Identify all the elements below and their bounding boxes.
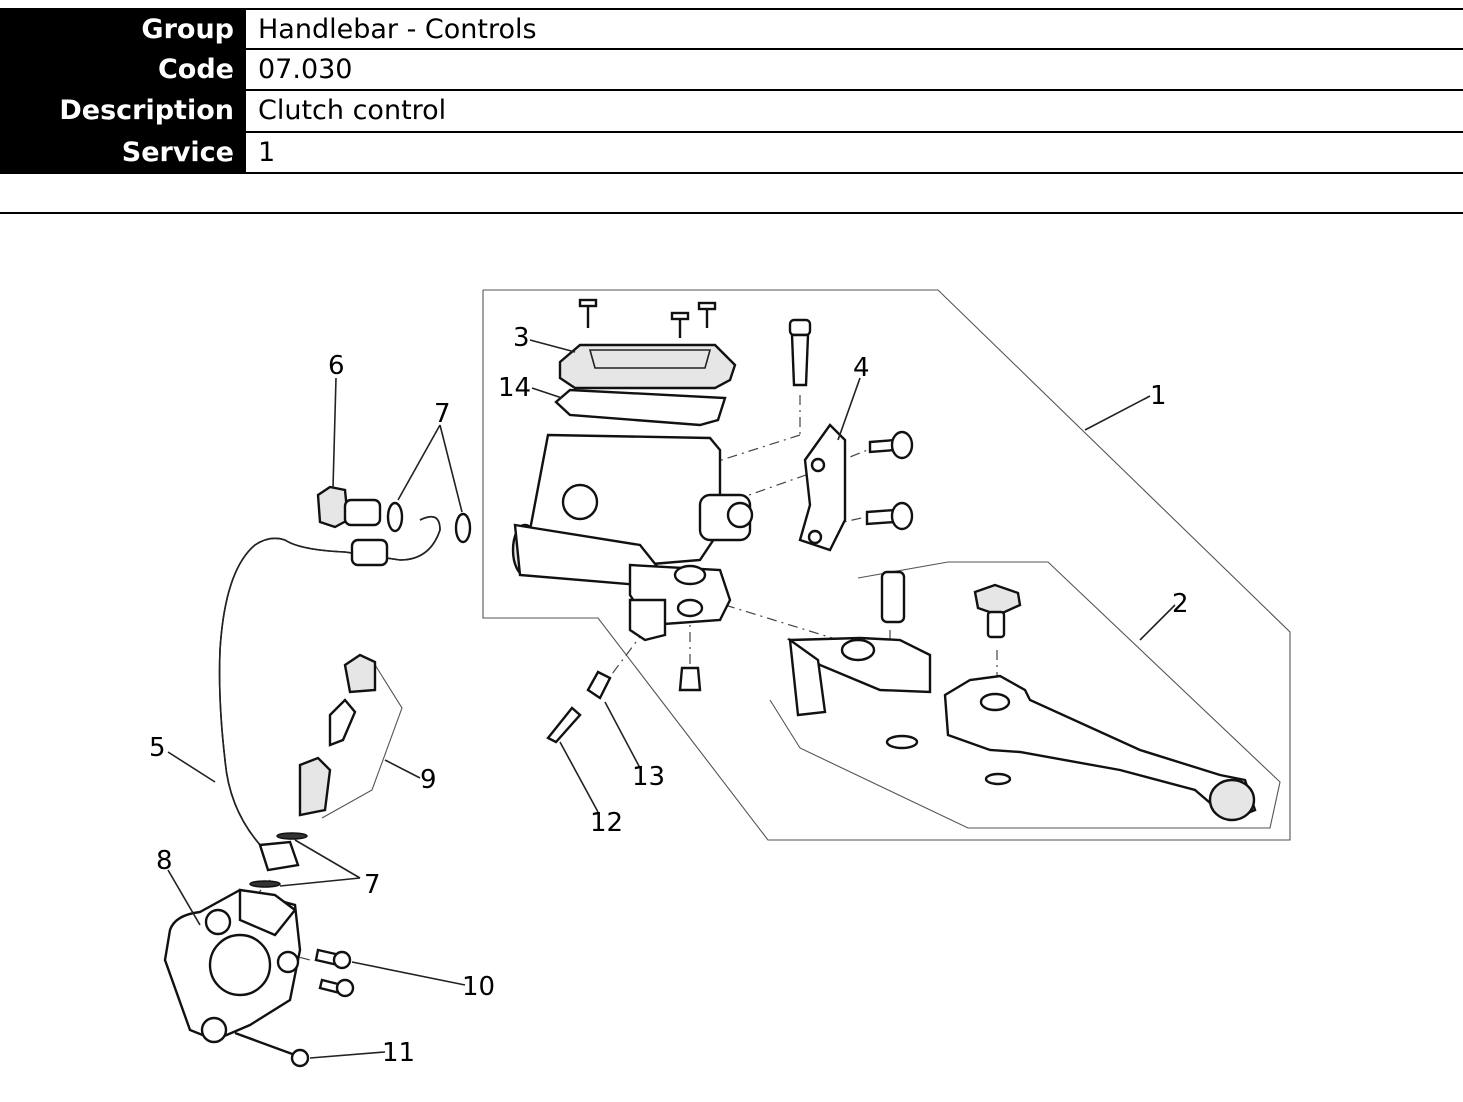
- part-9-bleeder: [298, 653, 377, 817]
- part-10-bolts: [314, 948, 355, 998]
- callout-4: 4: [853, 353, 870, 383]
- callout-7-top: 7: [434, 399, 451, 429]
- header-table: Group Handlebar - Controls Code 07.030 D…: [0, 8, 1463, 174]
- callout-6: 6: [328, 351, 345, 381]
- callout-14: 14: [498, 373, 531, 403]
- callout-13: 13: [632, 762, 665, 792]
- description-value: Clutch control: [244, 91, 1463, 131]
- header-row-description: Description Clutch control: [0, 91, 1463, 133]
- part-12-13-switch: [546, 670, 612, 744]
- callout-1: 1: [1150, 381, 1167, 411]
- service-value: 1: [244, 132, 1463, 172]
- part-11-bolt: [234, 1031, 310, 1068]
- callout-10: 10: [462, 972, 495, 1002]
- assembly-1-outline: [482, 289, 1291, 841]
- part-pivot-pin: [788, 318, 812, 387]
- header-row-code: Code 07.030: [0, 49, 1463, 91]
- header-divider: [0, 212, 1463, 214]
- callout-8: 8: [156, 846, 173, 876]
- header-row-service: Service 1: [0, 132, 1463, 174]
- leader-lines: [167, 339, 1176, 1059]
- service-label: Service: [0, 132, 244, 172]
- part-5-hose: [218, 515, 441, 872]
- callout-3: 3: [513, 323, 530, 353]
- group-9-bracket: [321, 659, 403, 819]
- part-7-washers-bottom: [249, 832, 308, 888]
- callout-12: 12: [590, 808, 623, 838]
- part-8-slave-cylinder: [163, 888, 302, 1044]
- part-3-reservoir-cover: [558, 298, 737, 390]
- group-value: Handlebar - Controls: [244, 10, 1463, 48]
- part-master-cylinder-body: [511, 433, 754, 692]
- callout-2: 2: [1172, 589, 1189, 619]
- part-7-washers-top: [386, 501, 472, 544]
- code-label: Code: [0, 49, 244, 89]
- part-14-diaphragm: [554, 388, 727, 427]
- part-4-clamp: [798, 423, 914, 552]
- part-6-banjo-bolt: [316, 485, 382, 529]
- callout-9: 9: [420, 765, 437, 795]
- code-value: 07.030: [244, 49, 1463, 89]
- part-2-lever-assembly: [786, 570, 1257, 822]
- group-label: Group: [0, 10, 244, 48]
- callout-7-bottom: 7: [364, 870, 381, 900]
- description-label: Description: [0, 91, 244, 131]
- header-row-group: Group Handlebar - Controls: [0, 8, 1463, 50]
- assembly-2-outline: [769, 561, 1281, 829]
- callout-11: 11: [382, 1038, 415, 1068]
- callout-5: 5: [149, 733, 166, 763]
